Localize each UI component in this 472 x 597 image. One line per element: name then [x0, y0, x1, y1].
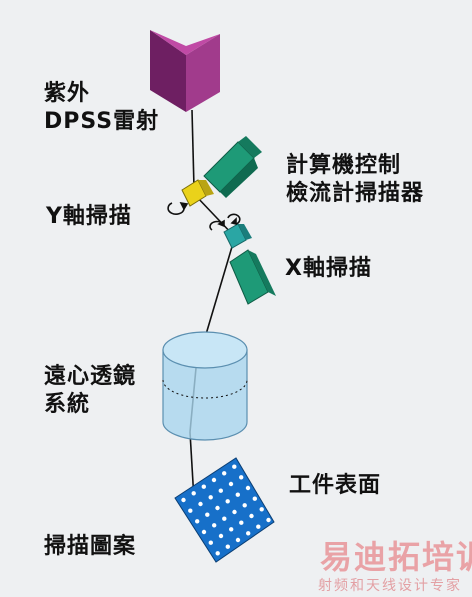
scan-dot [218, 533, 224, 539]
uv-laser-source [150, 30, 220, 112]
rotation-arrow-icon [209, 213, 241, 231]
label-x-axis-scan: X軸掃描 [285, 256, 372, 281]
label-telecentric-lens: 遠心透鏡系統 [44, 364, 137, 417]
scan-dot [242, 503, 247, 508]
scan-dot [212, 523, 217, 528]
watermark: 易迪拓培训 射频和天线设计专家 [316, 537, 472, 597]
scan-dot [211, 477, 217, 483]
label-y-axis-scan: Y軸掃描 [46, 204, 132, 229]
scan-dot [215, 505, 220, 511]
telecentric-lens [162, 331, 248, 441]
scan-dot [232, 509, 237, 515]
scan-dot [245, 485, 251, 491]
scan-dot [188, 508, 193, 513]
scan-dot [235, 492, 240, 497]
scan-dot [218, 488, 223, 493]
scan-dot [195, 519, 200, 524]
scan-dot [249, 513, 254, 519]
scan-dot [205, 512, 210, 517]
scan-dot [208, 540, 213, 545]
galvo-scanner-motor [203, 136, 262, 198]
watermark-subtitle: 射频和天线设计专家 [318, 578, 462, 594]
scan-dot [239, 475, 244, 480]
scan-dot [228, 481, 234, 487]
scan-dot [201, 484, 206, 489]
scan-dot [198, 501, 203, 507]
scan-dot [222, 516, 227, 521]
label-workpiece-surface: 工件表面 [289, 473, 382, 498]
beam-laser-to-y-mirror [191, 109, 195, 189]
scan-dot [225, 499, 230, 504]
rotation-arrow-icon [167, 201, 189, 215]
scan-pattern-dots [181, 464, 271, 556]
scan-dot [181, 497, 186, 503]
scan-dot [239, 520, 244, 525]
scan-dot [225, 544, 230, 549]
scan-dot [191, 491, 196, 496]
label-galvo-scanner: 計算機控制檢流計掃描器 [286, 153, 425, 206]
scan-dot [252, 496, 257, 501]
scan-dot [266, 517, 271, 523]
scan-dot [246, 531, 251, 536]
scan-dot [229, 527, 234, 532]
scan-dot [235, 537, 241, 543]
x-galvo-motor [229, 249, 276, 305]
scan-dot [259, 507, 264, 512]
watermark-title: 易迪拓培训 [320, 538, 472, 576]
scan-dot [215, 551, 220, 556]
scan-dot [222, 471, 227, 476]
workpiece-surface [174, 457, 275, 563]
scan-dot [256, 524, 261, 529]
scan-dot [208, 495, 213, 500]
scan-dot [232, 464, 237, 469]
scan-dot [201, 529, 207, 535]
y-axis-mirror [181, 179, 214, 207]
label-scan-pattern: 掃描圖案 [44, 534, 137, 559]
x-axis-mirror [223, 223, 252, 249]
